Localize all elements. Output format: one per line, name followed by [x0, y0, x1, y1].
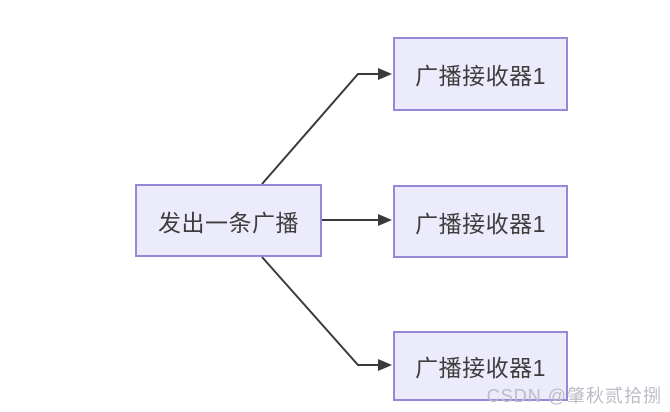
receiver-node-3: 广播接收器1: [393, 331, 568, 401]
receiver-node-1: 广播接收器1: [393, 37, 568, 111]
source-node: 发出一条广播: [135, 184, 322, 257]
arrow-to-receiver-3: [261, 256, 392, 371]
watermark: CSDN @肇秋贰拾捌: [486, 386, 662, 406]
arrow-to-receiver-1: [261, 68, 392, 185]
source-node-label: 发出一条广播: [158, 209, 299, 236]
receiver-node-2: 广播接收器1: [393, 185, 568, 258]
receiver-node-2-label: 广播接收器1: [415, 210, 546, 237]
receiver-node-1-label: 广播接收器1: [415, 63, 546, 89]
receiver-node-3-label: 广播接收器1: [415, 355, 546, 381]
